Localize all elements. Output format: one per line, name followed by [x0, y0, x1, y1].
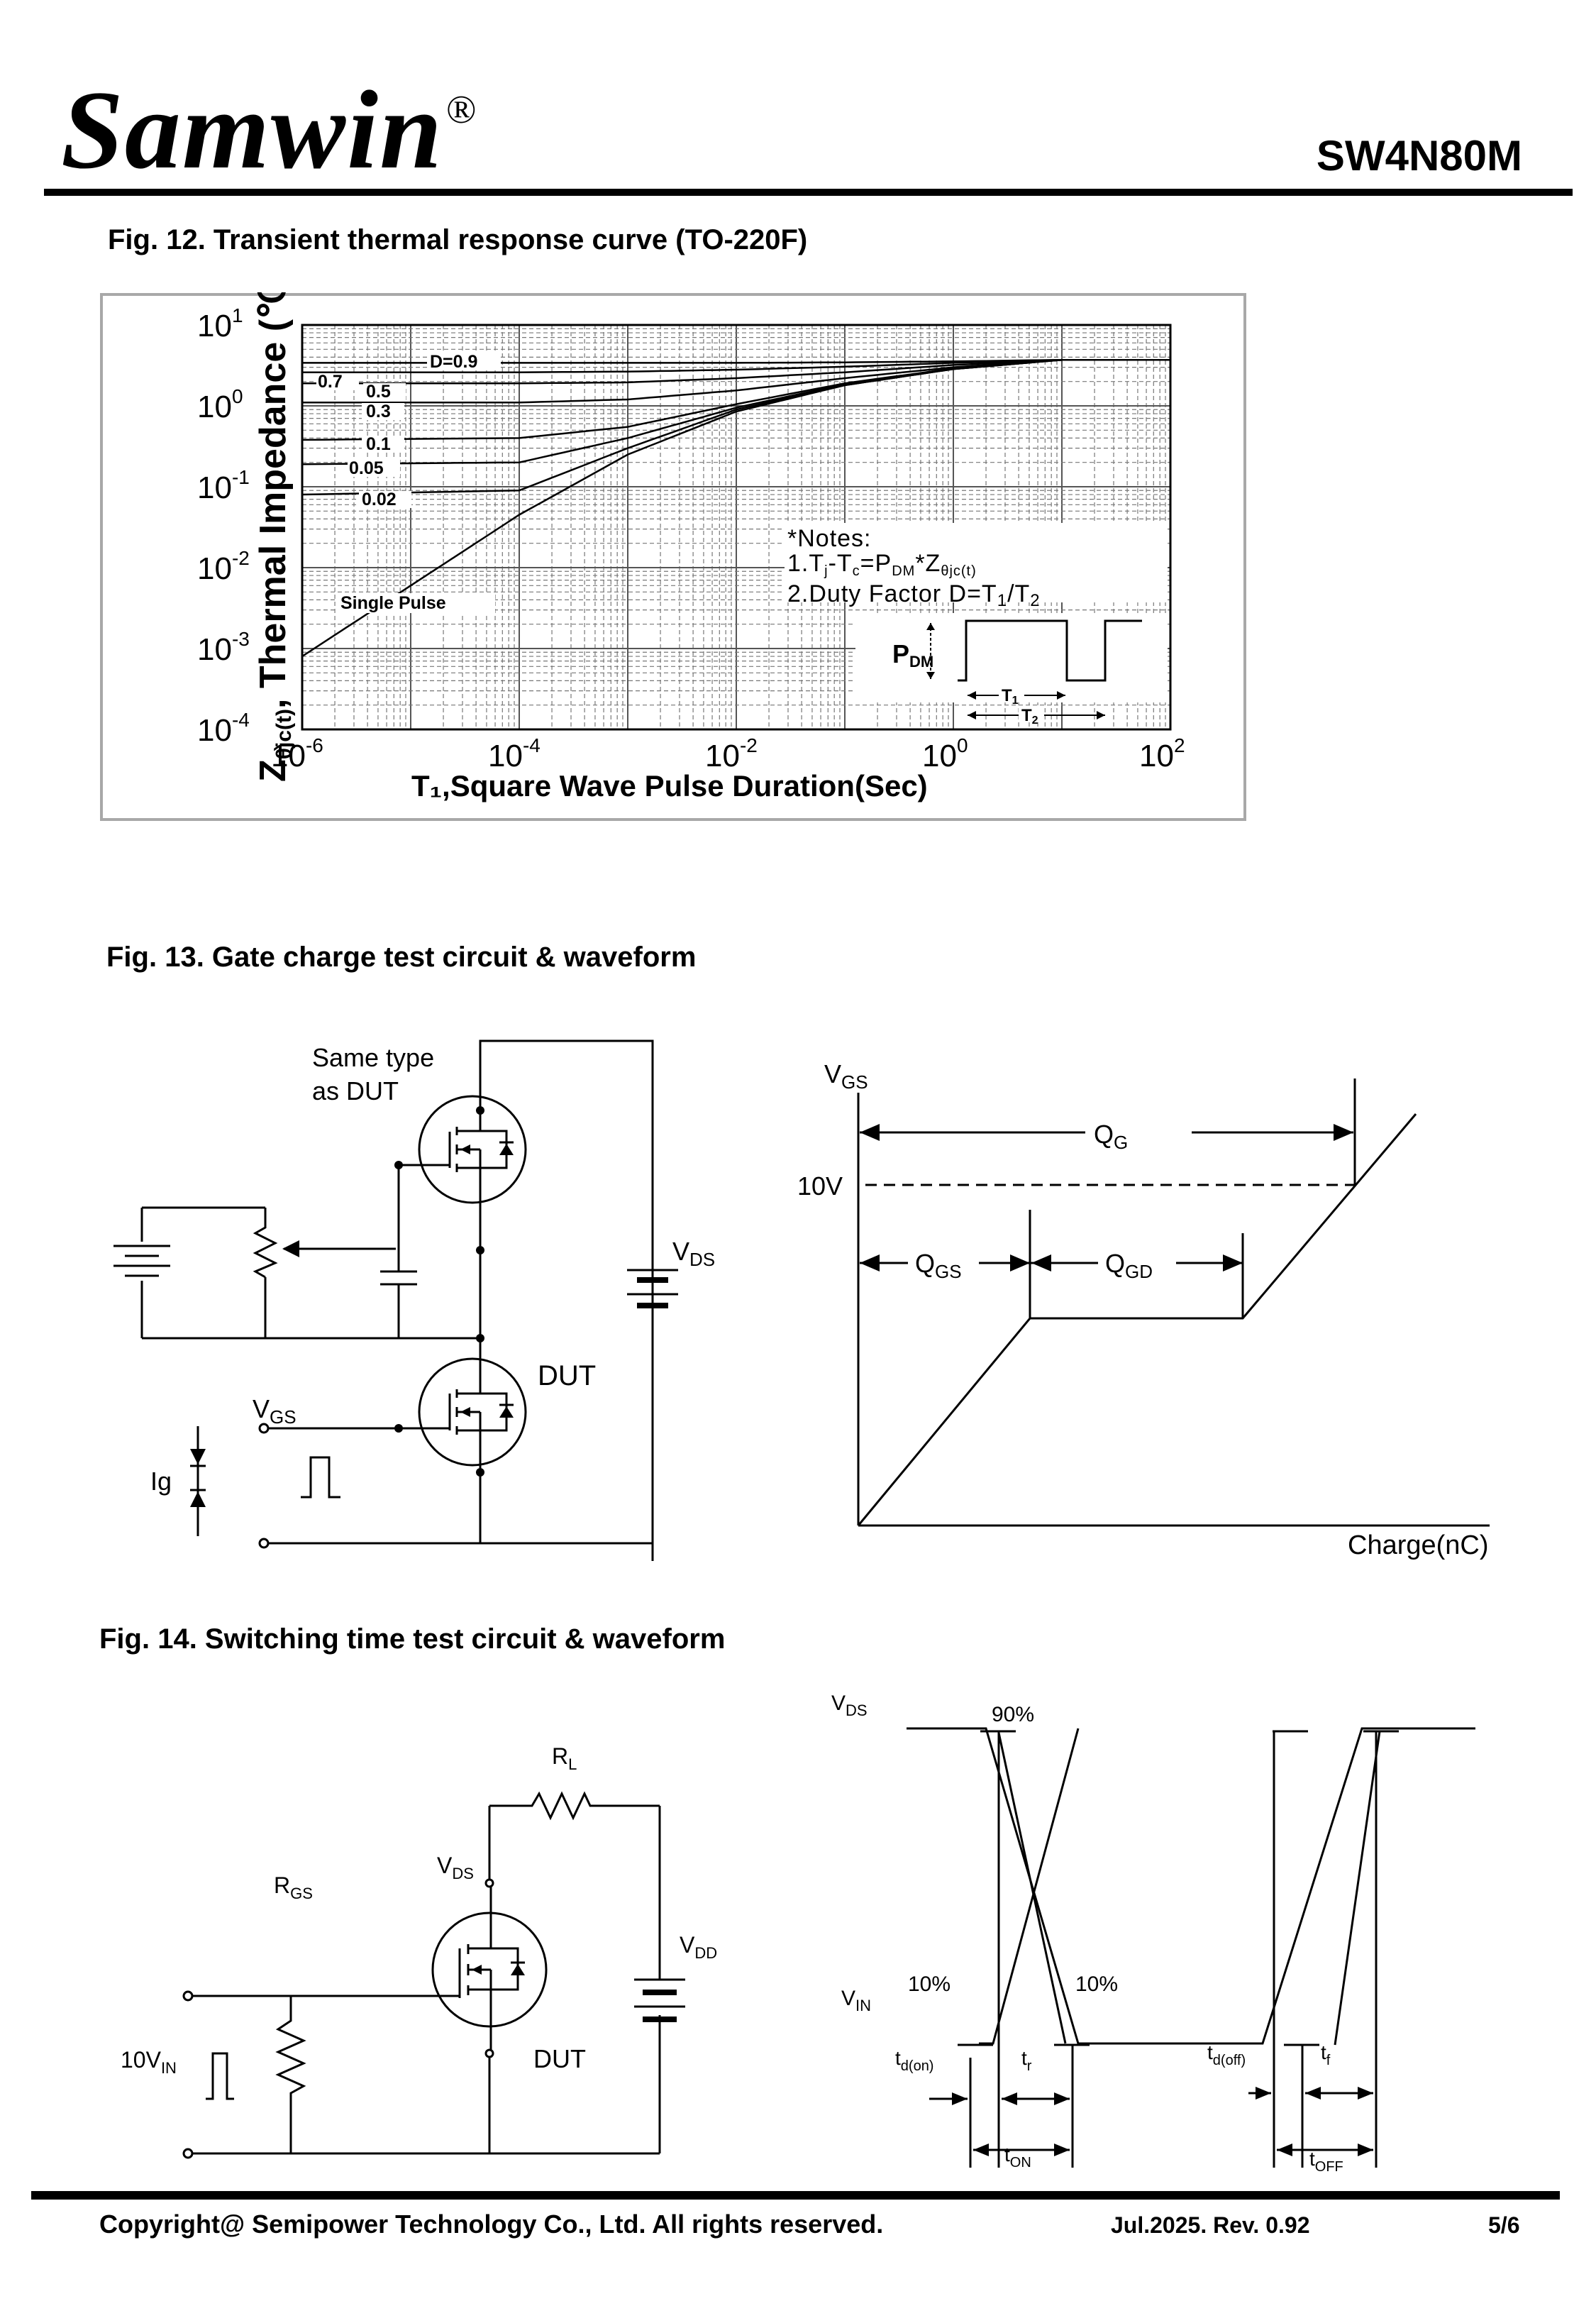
curve-label-005: 0.05 — [349, 458, 384, 478]
y-tick-label: 100 — [197, 385, 243, 424]
gate-supply-battery-icon — [113, 1245, 170, 1277]
fig12-xlabel: T₁,Square Wave Pulse Duration(Sec) — [411, 769, 928, 802]
charge-axis-label: Charge(nC) — [1348, 1530, 1489, 1560]
x-tick-label: 10-2 — [705, 734, 758, 773]
curve-label-d09: D=0.9 — [430, 352, 477, 372]
fig13-gate-charge-waveform: QG QGS QGD VGS 10V Charge(nC) — [797, 1059, 1490, 1560]
tf-label: tf — [1321, 2041, 1331, 2068]
toff-label: tOFF — [1309, 2148, 1343, 2175]
fig13-ig-label: Ig — [150, 1467, 172, 1496]
ten-percent-label-a: 10% — [908, 1973, 951, 1996]
fig12-plot-frame — [301, 324, 1172, 731]
vin-waveform — [979, 1728, 1080, 2045]
vin-fall-trace — [1334, 1731, 1381, 2046]
fig12-ylabel: Zθjc(t), Thermal Impedance (℃/W) — [253, 292, 296, 782]
fig14-switching-waveform: VDS 90% 10% 10% VIN td(on) tr tON td(off… — [831, 1692, 1475, 2175]
footer-page: 5/6 — [1488, 2212, 1520, 2238]
ig-pulse-icon — [301, 1456, 340, 1499]
qgs-label: QGS — [915, 1249, 962, 1282]
load-resistor-icon — [525, 1791, 596, 1821]
footer-copyright: Copyright@ Semipower Technology Co., Ltd… — [99, 2210, 884, 2239]
y-tick-label: 10-4 — [197, 709, 250, 748]
vin-source-label: 10VIN — [121, 2047, 177, 2077]
vds-battery-icon — [627, 1269, 678, 1308]
curve-label-05: 0.5 — [366, 382, 391, 402]
vin-trace — [997, 1732, 1067, 2044]
potentiometer-icon — [253, 1220, 278, 1279]
vdd-battery-icon — [634, 1978, 685, 2022]
fig12-thermal-chart: Zθjc(t), Thermal Impedance (℃/W) T₁,Squa… — [100, 292, 1246, 821]
dut-mosfet-icon — [416, 1355, 527, 1467]
rl-label: RL — [552, 1743, 577, 1773]
fig13-dut-label: DUT — [538, 1360, 596, 1391]
wave-vin-label: VIN — [841, 1987, 871, 2014]
ton-label: tON — [1004, 2144, 1031, 2170]
fig14-title: Fig. 14. Switching time test circuit & w… — [99, 1623, 726, 1655]
y-tick-label: 10-1 — [197, 466, 250, 505]
fig14-wiring — [188, 1804, 661, 2155]
thermal-curve-single-pulse — [301, 358, 1170, 658]
footer-date-rev: Jul.2025. Rev. 0.92 — [1111, 2212, 1310, 2238]
fig14-switching-circuit: RL RGS VDS VDD DUT 10VIN — [121, 1743, 717, 2159]
x-tick-label: 100 — [922, 734, 968, 773]
pdm-pulse-waveform — [958, 619, 1142, 682]
input-pulse-icon — [206, 2052, 234, 2100]
tr-label: tr — [1021, 2047, 1032, 2074]
qg-label: QG — [1094, 1120, 1128, 1153]
curve-label-01: 0.1 — [366, 434, 391, 454]
registered-mark: ® — [445, 88, 478, 132]
header-rule — [44, 189, 1573, 196]
fig12-notes-title: *Notes: — [787, 525, 872, 552]
same-type-label-2: as DUT — [312, 1076, 399, 1105]
tdon-label: td(on) — [895, 2047, 933, 2074]
fig14-dut-mosfet-icon — [414, 1880, 548, 2058]
curve-label-002: 0.02 — [362, 490, 397, 509]
fig13-vds-label: VDS — [672, 1237, 715, 1270]
gate-resistor-icon — [275, 2014, 306, 2099]
wiper-arrow-icon — [282, 1240, 299, 1257]
capacitor-icon — [380, 1270, 417, 1286]
ten-percent-label-b: 10% — [1075, 1973, 1118, 1996]
y-tick-label: 10-2 — [197, 547, 250, 586]
vdd-label: VDD — [680, 1932, 717, 1962]
x-tick-label: 10-4 — [488, 734, 541, 773]
vgs-charge-curve — [857, 1113, 1417, 1526]
ninety-percent-label: 90% — [992, 1703, 1034, 1726]
fig13-title: Fig. 13. Gate charge test circuit & wave… — [106, 942, 697, 973]
same-type-mosfet-icon — [416, 1095, 527, 1204]
part-number: SW4N80M — [1316, 132, 1522, 180]
rgs-label: RGS — [274, 1872, 313, 1902]
y-tick-label: 10-3 — [197, 628, 250, 667]
footer-rule — [31, 2191, 1560, 2200]
x-tick-label: 10-6 — [271, 734, 323, 773]
fig13-wiring — [140, 1039, 654, 1545]
fig13-gate-charge-circuit: Same type as DUT VDS DUT VGS Ig — [113, 1039, 715, 1561]
ten-volt-label: 10V — [797, 1171, 843, 1201]
curve-label-07: 0.7 — [318, 372, 343, 392]
tdoff-label: td(off) — [1207, 2041, 1246, 2068]
wave-vds-label: VDS — [831, 1692, 868, 1719]
fig14-dut-label: DUT — [533, 2044, 586, 2073]
fig13-vgs-label: VGS — [253, 1394, 297, 1428]
brand-logo: Samwin® — [61, 68, 478, 192]
vds-waveform — [907, 1727, 1475, 2045]
curve-label-03: 0.3 — [366, 402, 391, 421]
y-tick-label: 101 — [197, 304, 243, 343]
wave-vgs-label: VGS — [824, 1059, 868, 1093]
fig12-title: Fig. 12. Transient thermal response curv… — [108, 224, 808, 255]
curve-label-single-pulse: Single Pulse — [340, 593, 446, 613]
fig14-vds-label: VDS — [437, 1853, 474, 1882]
same-type-label-1: Same type — [312, 1043, 434, 1072]
x-tick-label: 102 — [1139, 734, 1185, 773]
qgd-label: QGD — [1105, 1249, 1153, 1282]
